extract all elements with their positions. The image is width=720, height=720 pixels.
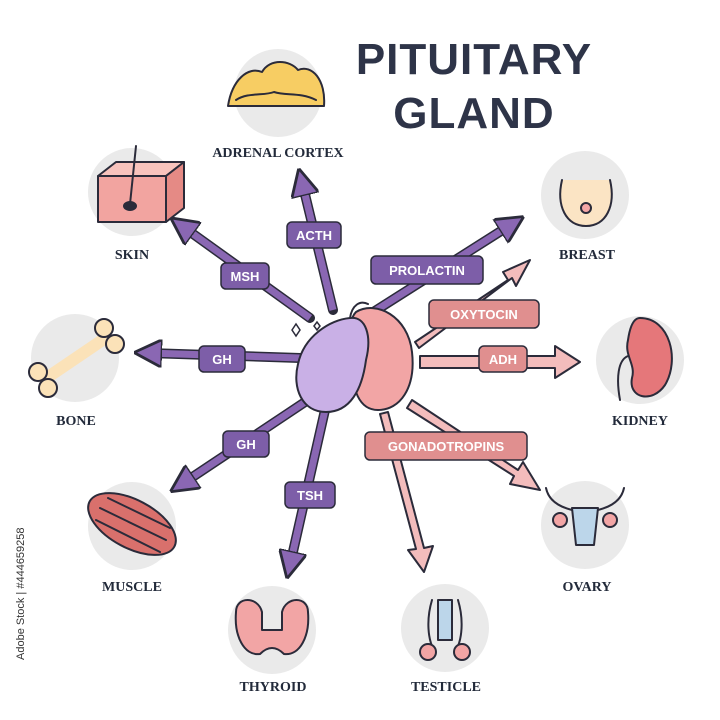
label-gh-bone-bg: [198, 345, 246, 373]
hormone-labels: ACTH MSH PROLACTIN OXYTOCIN ADH GH GH GO…: [198, 221, 540, 509]
anterior-lobe: [295, 316, 370, 413]
organ-label-thyroid: THYROID: [240, 680, 307, 695]
organ-label-adrenal-cortex: ADRENAL CORTEX: [212, 146, 343, 161]
organ-label-ovary: OVARY: [562, 580, 611, 595]
organ-label-muscle: MUSCLE: [102, 580, 162, 595]
label-msh: MSH: [231, 269, 260, 284]
title-line-2: GLAND: [393, 89, 554, 138]
label-msh-bg: [220, 262, 270, 290]
organ-label-testicle: TESTICLE: [411, 680, 481, 695]
thyroid-icon: [234, 599, 310, 656]
label-gh-muscle: GH: [236, 437, 256, 452]
organ-label-breast: BREAST: [559, 248, 616, 263]
label-gh-bone: GH: [212, 352, 232, 367]
pituitary-gland: [291, 301, 414, 413]
label-oxytocin: OXYTOCIN: [450, 307, 518, 322]
kidney-icon: [617, 317, 673, 401]
muscle-icon: [87, 492, 177, 556]
sparkle-icon: [291, 320, 321, 338]
organ-label-bone: BONE: [56, 414, 96, 429]
bone-icon: [28, 318, 125, 398]
testicle-icon: [419, 599, 471, 661]
label-gonadotropins: GONADOTROPINS: [388, 439, 505, 454]
label-oxytocin-bg: [428, 299, 540, 329]
label-acth-bg: [286, 221, 342, 249]
label-adh-bg: [478, 345, 528, 373]
label-tsh: TSH: [297, 488, 323, 503]
breast-icon: [559, 179, 613, 227]
label-prolactin: PROLACTIN: [389, 263, 465, 278]
label-prolactin-bg: [370, 255, 484, 285]
label-acth: ACTH: [296, 228, 332, 243]
label-adh: ADH: [489, 352, 517, 367]
label-gh-muscle-bg: [222, 430, 270, 458]
watermark-text: Adobe Stock | #444659258: [15, 527, 27, 660]
label-gonadotropins-bg: [364, 431, 528, 461]
organ-labels: ADRENAL CORTEX SKIN BREAST BONE KIDNEY M…: [56, 146, 668, 695]
ovary-icon: [545, 487, 625, 546]
organ-label-kidney: KIDNEY: [612, 414, 668, 429]
label-tsh-bg: [284, 481, 336, 509]
skin-icon: [97, 145, 185, 223]
organ-label-skin: SKIN: [115, 248, 149, 263]
title-line-1: PITUITARY: [356, 35, 592, 84]
